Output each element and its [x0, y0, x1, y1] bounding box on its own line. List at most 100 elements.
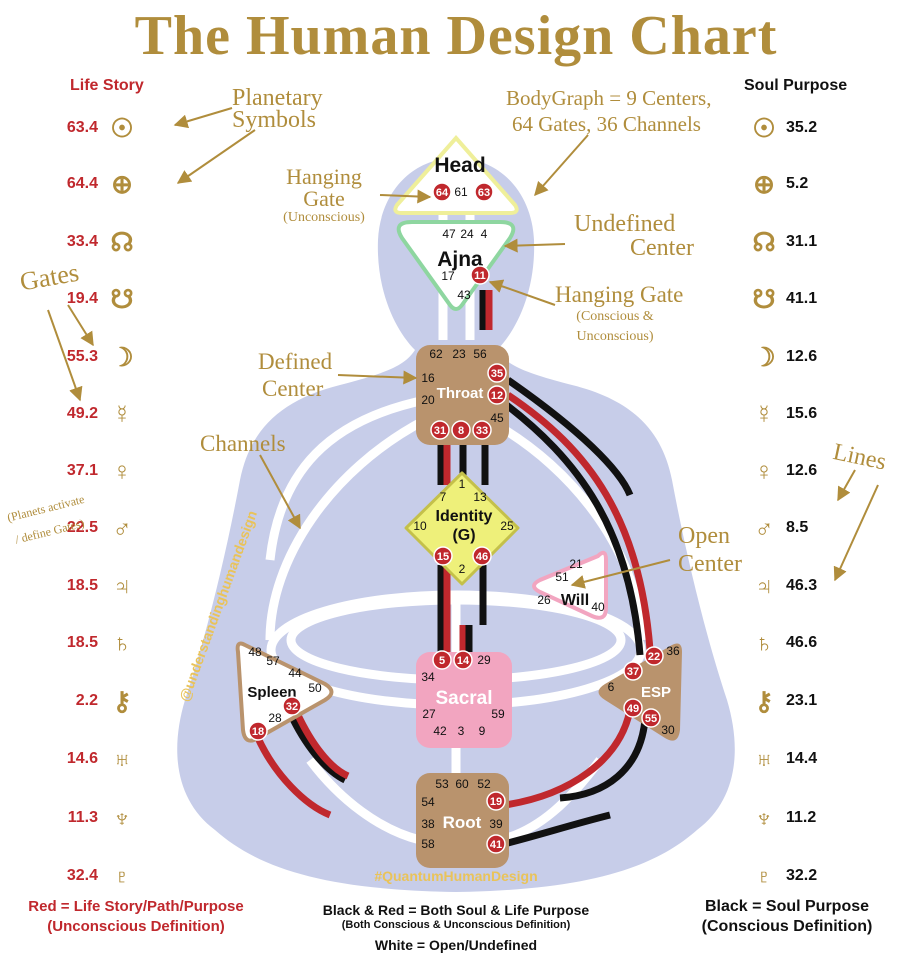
soul-purpose-gate-line: 32.2 [786, 867, 818, 884]
ajna-label: Ajna [437, 248, 483, 271]
soul-purpose-gate-line: 14.4 [786, 750, 818, 767]
open-center-note-2: Center [678, 551, 742, 577]
root-gate-number: 54 [421, 795, 435, 809]
spleen-label: Spleen [247, 684, 296, 701]
root-label: Root [443, 813, 482, 832]
sacral-gate-number: 27 [422, 707, 436, 721]
planetary-symbols-note-2: Symbols [232, 107, 317, 133]
bodygraph-note-1: BodyGraph = 9 Centers, [506, 86, 712, 110]
identity-gate-activation [472, 546, 492, 566]
neptune-icon: ♆ [754, 803, 774, 833]
sacral-gate-number: 42 [433, 724, 447, 738]
life-story-row: 22.5 ♂ [52, 513, 134, 543]
life-story-row: 37.1♀ [52, 456, 134, 486]
undefined-center-note-2: Center [630, 235, 694, 261]
esp-label: ESP [641, 684, 671, 701]
throat-gate-activation [487, 385, 507, 405]
esp-gate-number: 49 [627, 703, 639, 715]
life-story-row: 14.6♅ [52, 744, 134, 774]
hanging-gate-sub: (Unconscious) [283, 210, 365, 225]
identity-gate-number: 13 [473, 490, 487, 504]
channels-note: Channels [200, 431, 286, 456]
life-story-row: 55.3☽ [52, 342, 134, 372]
life-story-row: 33.4☊ [52, 227, 134, 257]
throat-gate-number: 23 [452, 347, 466, 361]
esp-gate-activation [644, 646, 664, 666]
spleen-gate-activation [282, 696, 302, 716]
head-gate-number: 61 [454, 185, 468, 199]
esp-gate-activation [623, 698, 643, 718]
moon-icon: ☽ [110, 342, 134, 372]
spleen-gate-number: 18 [252, 726, 264, 738]
life-story-gate-line: 37.1 [66, 462, 98, 479]
esp-gate-number: 6 [608, 680, 615, 694]
identity-gate-number: 46 [476, 551, 488, 563]
soul-purpose-row: ☋41.1 [752, 284, 817, 314]
soul-purpose-row: ♅14.4 [752, 744, 817, 774]
spleen-gate-number: 50 [308, 681, 322, 695]
root-gate-number: 19 [490, 796, 502, 808]
sacral-gate-number: 3 [458, 724, 465, 738]
life-story-gate-line: 2.2 [75, 692, 98, 709]
soul-purpose-row: ♀12.6 [752, 456, 817, 486]
root-gate-number: 52 [477, 777, 491, 791]
saturn-icon: ♄ [112, 628, 132, 658]
will-label: Will [561, 592, 589, 609]
life-story-gate-line: 64.4 [66, 175, 98, 192]
soul-purpose-row: ☽12.6 [752, 342, 817, 372]
soul-purpose-gate-line: 8.5 [786, 519, 809, 536]
defined-center-note-1: Defined [258, 349, 333, 374]
esp-gate-number: 36 [666, 644, 680, 658]
root-gate-number: 58 [421, 837, 435, 851]
throat-label: Throat [437, 385, 484, 402]
life-story-gate-line: 22.5 [66, 519, 98, 536]
sacral-gate-number: 29 [477, 653, 491, 667]
throat-gate-activation [472, 420, 492, 440]
soul-purpose-gate-line: 23.1 [786, 692, 818, 709]
soul-purpose-row: ♇32.2 [752, 861, 817, 891]
root-gate-number: 38 [421, 817, 435, 831]
throat-gate-number: 20 [421, 393, 435, 407]
esp-gate-number: 55 [645, 713, 657, 725]
watermark-bottom: #QuantumHumanDesign [374, 868, 538, 884]
root-center [416, 773, 509, 868]
life-story-gate-line: 33.4 [66, 233, 98, 250]
sacral-gate-number: 5 [439, 655, 445, 667]
soul-purpose-gate-line: 5.2 [786, 175, 809, 192]
identity-center [404, 471, 520, 586]
identity-gate-number: 1 [459, 477, 466, 491]
defined-channels [254, 290, 654, 849]
throat-gate-number: 33 [476, 425, 488, 437]
will-gate-number: 40 [591, 600, 605, 614]
legend-white: White = Open/Undefined [374, 937, 538, 953]
sacral-gate-activation [453, 650, 473, 670]
uranus-icon: ♅ [112, 744, 132, 774]
will-center [532, 550, 608, 620]
esp-gate-number: 37 [627, 666, 639, 678]
ajna-center [396, 220, 516, 311]
ajna-gate-number: 11 [474, 270, 486, 282]
life-story-gate-line: 63.4 [66, 119, 98, 136]
identity-gate-number: 7 [440, 490, 447, 504]
earth-icon: ⊕ [753, 169, 775, 199]
annotation-arrows [47, 107, 879, 589]
soul-purpose-row: ♂ 8.5 [752, 513, 808, 543]
head-gate-activation [474, 182, 494, 202]
mars-icon: ♂ [112, 513, 132, 543]
life-story-row: 2.2 ⚷ [52, 686, 134, 716]
throat-center [416, 345, 509, 445]
mercury-icon: ☿ [112, 399, 132, 429]
ajna-gate-number: 47 [442, 227, 456, 241]
soul-purpose-row: ⊕ 5.2 [752, 169, 808, 199]
soul-purpose-row: ☉35.2 [752, 113, 817, 143]
will-gate-number: 51 [555, 570, 569, 584]
mars-icon: ♂ [754, 513, 774, 543]
legend-red-2: (Unconscious Definition) [47, 918, 225, 935]
head-gate-number: 63 [478, 187, 490, 199]
chiron-icon: ⚷ [112, 686, 132, 716]
ajna-gate-number: 4 [481, 227, 488, 241]
hanging-gate-note-1: Hanging [286, 164, 362, 189]
saturn-icon: ♄ [754, 628, 774, 658]
head-label: Head [434, 154, 485, 177]
throat-gate-number: 35 [491, 368, 503, 380]
